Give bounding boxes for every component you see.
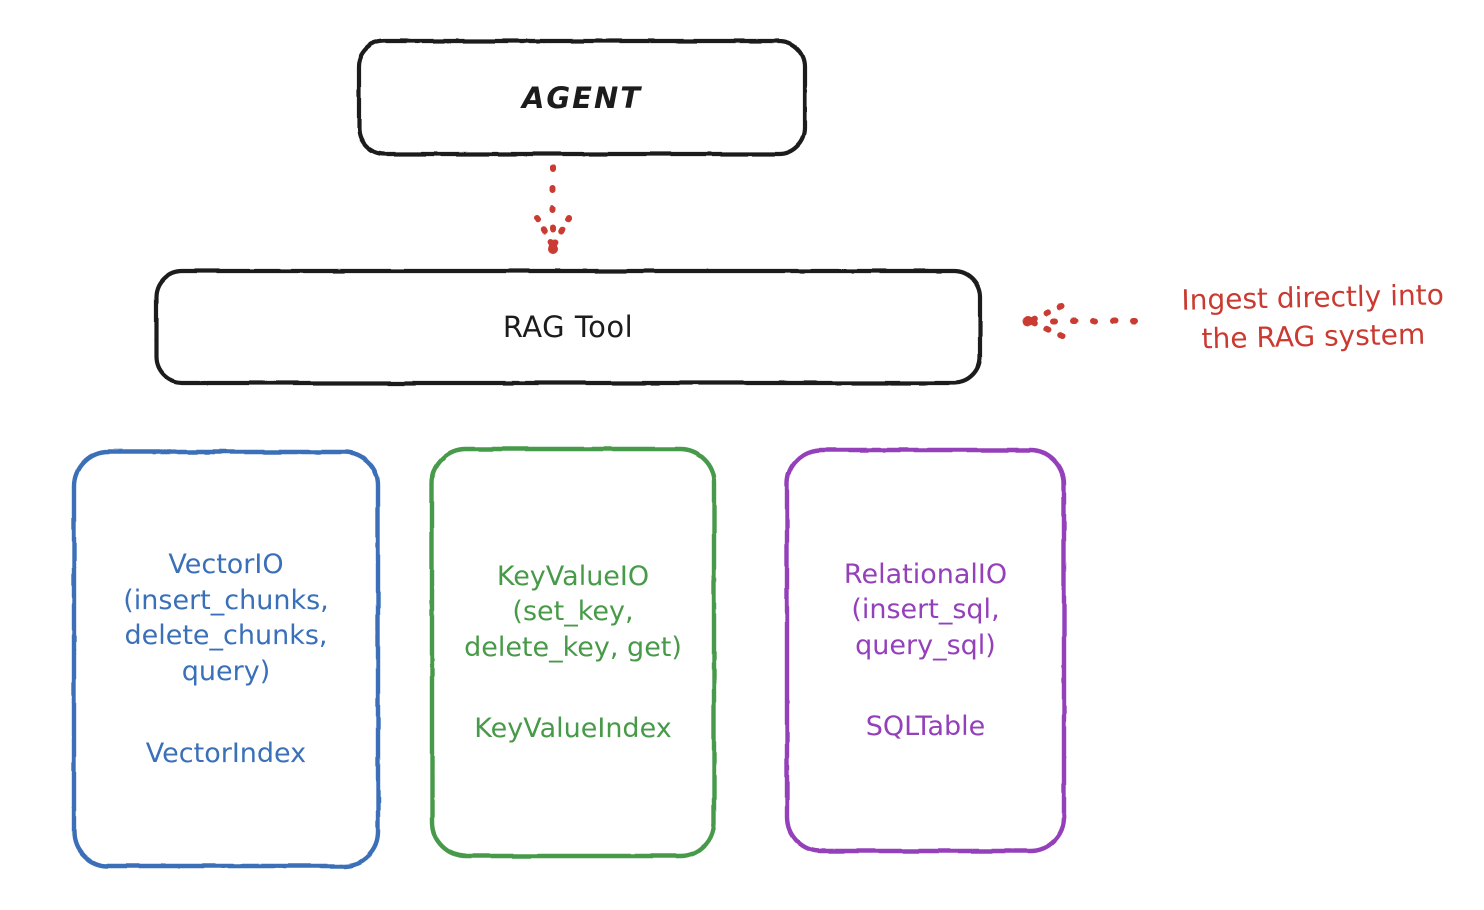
agent-to-rag-tool-arrow bbox=[534, 165, 572, 254]
rag-tool-box-outline bbox=[153, 268, 983, 386]
key-value-io-api-label: KeyValueIO (set_key, delete_key, get) bbox=[464, 560, 682, 663]
ingest-arrow bbox=[1023, 303, 1138, 339]
vector-io-box-outline bbox=[71, 449, 381, 869]
rag-tool-label: RAG Tool bbox=[502, 310, 634, 344]
agent-label: AGENT bbox=[521, 80, 643, 115]
relational-io-box-outline bbox=[784, 447, 1067, 854]
agent-box-outline bbox=[356, 38, 808, 157]
relational-io-api-label: RelationalIO (insert_sql, query_sql) bbox=[843, 558, 1008, 661]
node-key-value-io[interactable]: KeyValueIO (set_key, delete_key, get) Ke… bbox=[430, 447, 716, 858]
node-relational-io[interactable]: RelationalIO (insert_sql, query_sql) SQL… bbox=[785, 448, 1066, 853]
ingest-annotation-text: Ingest directly into the RAG system bbox=[1181, 278, 1445, 356]
node-rag-tool[interactable]: RAG Tool bbox=[155, 270, 981, 384]
key-value-io-box-outline bbox=[429, 446, 717, 859]
node-agent[interactable]: AGENT bbox=[358, 40, 806, 155]
vector-io-api-label: VectorIO (insert_chunks, delete_chunks, … bbox=[123, 549, 329, 688]
node-vector-io[interactable]: VectorIO (insert_chunks, delete_chunks, … bbox=[72, 450, 380, 868]
vector-io-index-label: VectorIndex bbox=[145, 737, 307, 769]
relational-io-index-label: SQLTable bbox=[865, 711, 986, 743]
key-value-io-index-label: KeyValueIndex bbox=[474, 713, 672, 745]
